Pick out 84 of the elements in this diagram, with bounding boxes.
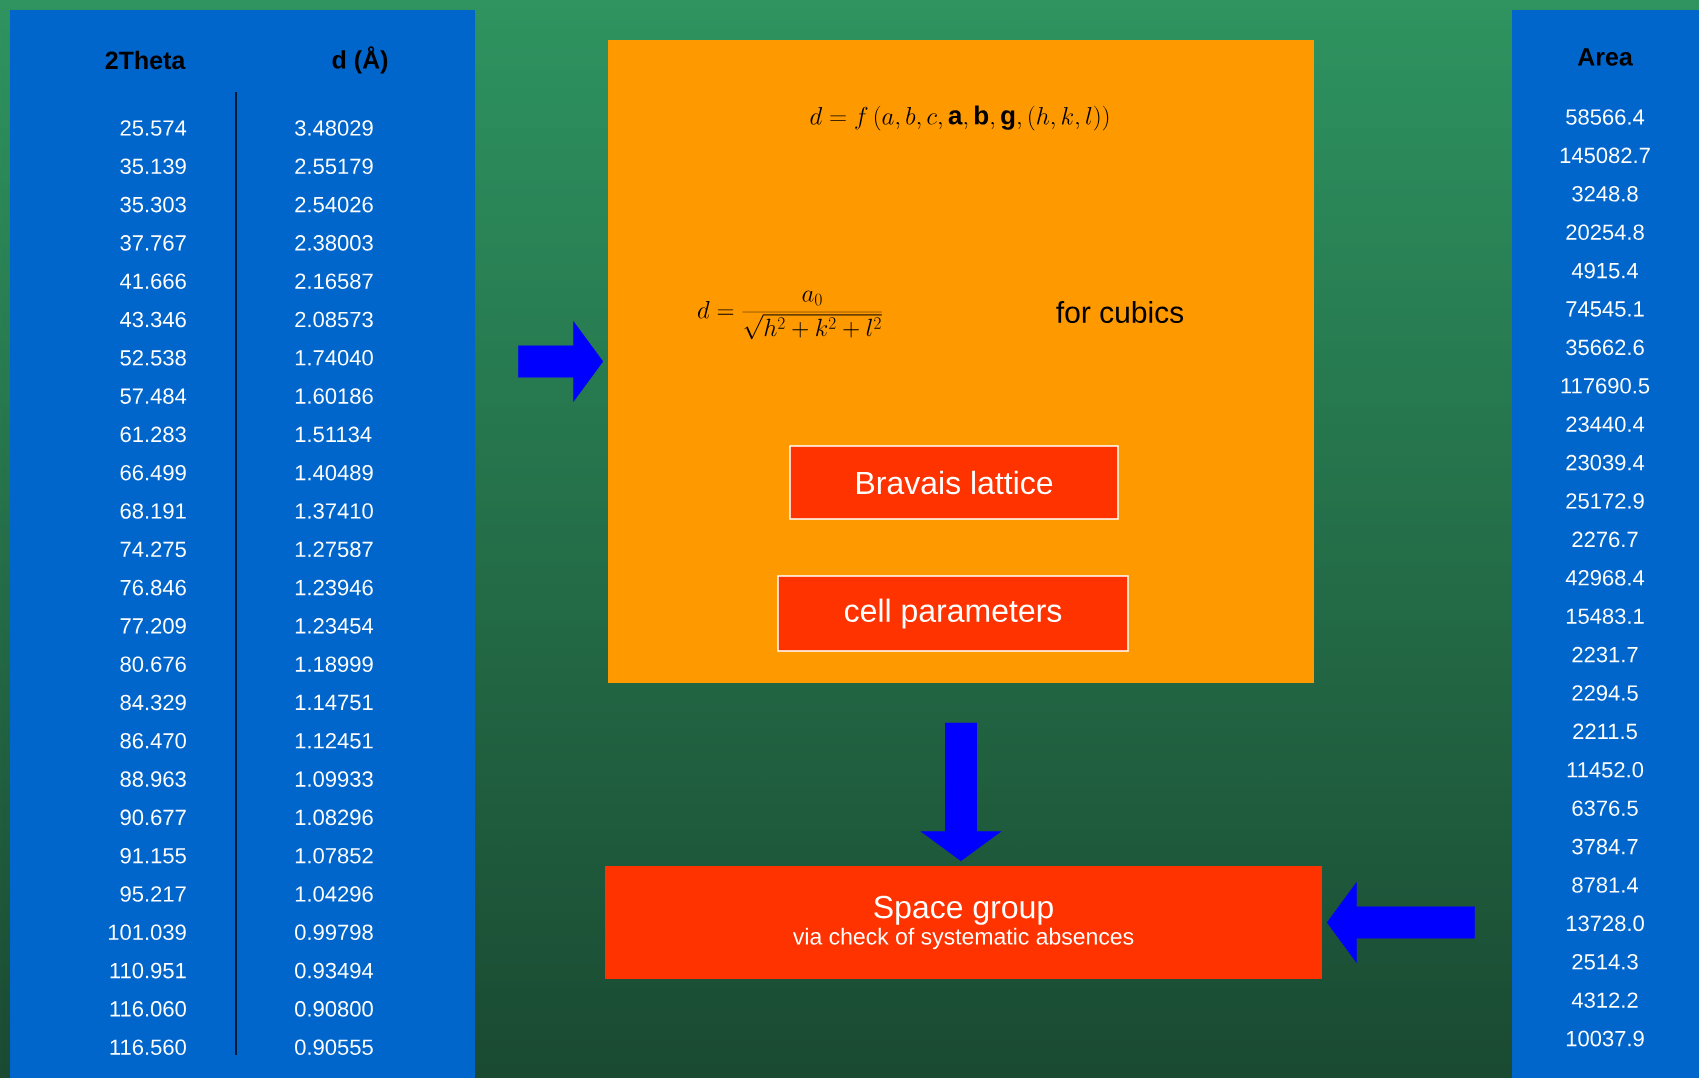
label-box: cell parameters (777, 575, 1129, 652)
column-header: d (Å) (332, 46, 388, 74)
table-cell: 116.060 (110, 1001, 186, 1017)
table-cell: 10037.9 (1566, 1030, 1644, 1047)
table-cell: 88.963 (120, 771, 186, 787)
table-cell: 84.329 (120, 694, 186, 711)
table-cell: 2.55179 (295, 158, 373, 175)
formula: $d = f\left(a,b,c,\mathbf{a},\mathbf{b},\mathbf{g},(h,k,l)\right)$ (810, 105, 1109, 131)
table-cell: 13728.0 (1566, 915, 1644, 932)
table-cell: 74.275 (120, 541, 186, 558)
table-cell: 117690.5 (1561, 378, 1650, 394)
table-cell: 1.18999 (295, 656, 373, 672)
table-cell: 57.484 (120, 388, 187, 404)
column-header: 2Theta (105, 50, 186, 70)
table-cell: 2.08573 (295, 311, 373, 328)
table-cell: 1.07852 (295, 847, 373, 864)
table-cell: 43.346 (120, 311, 186, 328)
table-cell: 86.470 (120, 733, 186, 749)
table-cell: 42968.4 (1565, 570, 1645, 586)
table-cell: 1.51134 (295, 426, 372, 443)
table-cell: 2294.5 (1572, 685, 1638, 701)
table-cell: 35.303 (120, 196, 186, 213)
table-cell: 35.139 (120, 158, 186, 175)
table-cell: 58566.4 (1566, 109, 1645, 125)
table-cell: 1.12451 (295, 733, 373, 749)
table-cell: 66.499 (120, 464, 186, 481)
table-cell: 101.039 (108, 924, 186, 941)
table-cell: 1.74040 (295, 350, 373, 366)
table-cell: 74545.1 (1566, 301, 1644, 317)
table-cell: 91.155 (120, 847, 186, 864)
table-cell: 1.23946 (295, 579, 373, 596)
table-cell: 2231.7 (1572, 646, 1638, 663)
table-cell: 2514.3 (1572, 954, 1638, 970)
formula: $d = \frac{a_0}{\sqrt{h^2+k^2+l^2}}$ (697, 290, 882, 340)
table-cell: 3.48029 (295, 120, 373, 136)
table-cell: 20254.8 (1566, 224, 1644, 240)
table-cell: 0.99798 (295, 924, 373, 941)
table-cell: 0.90555 (295, 1039, 373, 1055)
table-cell: 2276.7 (1572, 531, 1638, 548)
table-cell: 15483.1 (1566, 608, 1644, 624)
table-cell: 2.16587 (295, 273, 373, 289)
table-cell: 1.14751 (295, 694, 373, 711)
table-cell: 3784.7 (1572, 838, 1638, 855)
table-cell: 0.90800 (295, 1001, 373, 1017)
table-cell: 25.574 (120, 120, 187, 136)
table-cell: 4915.4 (1571, 262, 1638, 279)
table-cell: 110.951 (110, 962, 186, 979)
table-cell: 41.666 (120, 273, 186, 289)
label-box: Bravais lattice (789, 445, 1119, 520)
table-cell: 11452.0 (1567, 762, 1644, 778)
table-cell: 1.08296 (295, 809, 373, 826)
table-cell: 145082.7 (1560, 147, 1650, 164)
table-cell: 37.767 (120, 235, 186, 251)
table-cell: 61.283 (120, 426, 186, 443)
table-cell: 1.37410 (295, 503, 373, 519)
table-cell: 90.677 (120, 809, 186, 826)
table-cell: 1.04296 (295, 886, 373, 902)
table-cell: 95.217 (120, 886, 186, 902)
table-cell: 52.538 (120, 350, 186, 366)
table-cell: 2.54026 (295, 196, 373, 213)
table-cell: 1.09933 (295, 771, 373, 787)
column-header: Area (1577, 48, 1633, 66)
note-text: for cubics (1056, 301, 1184, 323)
table-cell: 1.40489 (295, 464, 373, 481)
table-cell: 25172.9 (1566, 493, 1644, 509)
table-cell: 1.27587 (295, 541, 373, 558)
table-cell: 2.38003 (295, 235, 373, 251)
table-cell: 68.191 (120, 503, 186, 519)
table-cell: 80.676 (120, 656, 186, 672)
result-box: Space group via check of systematic absences (605, 866, 1322, 979)
table-cell: 116.560 (110, 1039, 186, 1055)
table-cell: 76.846 (120, 579, 186, 596)
table-cell: 4312.2 (1571, 992, 1638, 1008)
table-cell: 2211.5 (1573, 723, 1637, 740)
table-cell: 8781.4 (1572, 877, 1638, 893)
table-cell: 6376.5 (1572, 800, 1638, 816)
table-cell: 23039.4 (1566, 454, 1645, 471)
table-cell: 35662.6 (1566, 339, 1644, 356)
table-cell: 3248.8 (1572, 186, 1638, 202)
table-cell: 77.209 (120, 618, 186, 634)
table-cell: 0.93494 (295, 962, 374, 979)
table-cell: 1.23454 (295, 618, 374, 634)
table-cell: 23440.4 (1566, 416, 1645, 432)
table-cell: 1.60186 (295, 388, 373, 404)
